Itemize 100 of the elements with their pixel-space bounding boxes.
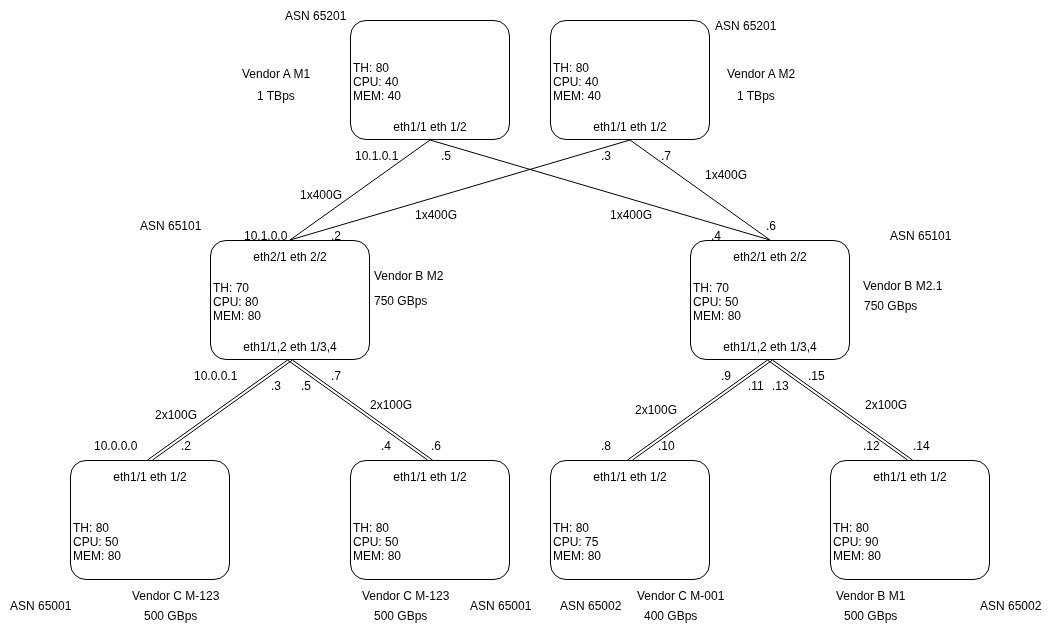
device-note: Vendor A M1 (242, 67, 311, 81)
device-note: 750 GBps (374, 294, 428, 308)
edge-label: 2x100G (154, 408, 198, 422)
address-label: .4 (381, 439, 391, 453)
address-label: 10.0.0.0 (94, 439, 138, 453)
address-label: .6 (431, 439, 441, 453)
address-label: 10.1.0.0 (244, 229, 288, 243)
stat-text: TH: 70 (213, 281, 249, 295)
device-box (210, 240, 370, 360)
edge-label: 1x400G (609, 208, 653, 222)
stat-text: MEM: 80 (553, 549, 601, 563)
device-box (350, 460, 510, 580)
port-label: eth1/1 eth 1/2 (112, 470, 188, 484)
stat-text: CPU: 50 (693, 295, 739, 309)
address-label: .7 (661, 149, 671, 163)
stat-text: CPU: 90 (833, 535, 879, 549)
stat-text: TH: 70 (693, 281, 729, 295)
edge-label: 1x400G (299, 188, 343, 202)
address-label: .5 (441, 149, 451, 163)
stat-text: CPU: 40 (553, 75, 599, 89)
address-label: .15 (808, 369, 825, 383)
device-box (70, 460, 230, 580)
address-label: .5 (301, 379, 311, 393)
device-note: Vendor B M1 (836, 589, 906, 603)
edge-label: 1x400G (414, 208, 458, 222)
edge-label: 2x100G (864, 398, 908, 412)
port-label: eth2/1 eth 2/2 (252, 250, 328, 264)
stat-text: CPU: 50 (353, 535, 399, 549)
address-label: .7 (331, 369, 341, 383)
link-line (429, 139, 771, 241)
device-box (690, 240, 850, 360)
address-label: .2 (181, 439, 191, 453)
edge-label: 2x100G (634, 403, 678, 417)
port-label: eth1/1 eth 1/2 (392, 470, 468, 484)
link-line (629, 139, 771, 241)
stat-text: CPU: 40 (353, 75, 399, 89)
edge-label: 2x100G (369, 398, 413, 412)
device-note: ASN 65101 (890, 229, 952, 243)
stat-text: TH: 80 (73, 521, 109, 535)
stat-text: MEM: 80 (353, 549, 401, 563)
device-note: ASN 65002 (980, 599, 1042, 613)
stat-text: MEM: 80 (213, 309, 261, 323)
device-box (350, 20, 510, 140)
device-note: 500 GBps (144, 609, 198, 623)
address-label: .3 (271, 379, 281, 393)
port-label: eth1/1,2 eth 1/3,4 (242, 340, 338, 354)
device-note: ASN 65001 (10, 599, 72, 613)
link-line (289, 139, 431, 241)
port-label: eth1/1 eth 1/2 (592, 120, 668, 134)
address-label: .8 (601, 439, 611, 453)
device-note: 1 TBps (737, 89, 775, 103)
address-label: 10.0.0.1 (194, 369, 238, 383)
stat-text: CPU: 80 (213, 295, 259, 309)
device-note: 750 GBps (864, 299, 918, 313)
address-label: .4 (711, 229, 721, 243)
stat-text: MEM: 80 (693, 309, 741, 323)
address-label: .12 (863, 439, 880, 453)
device-note: ASN 65001 (470, 599, 532, 613)
device-box (550, 460, 710, 580)
port-label: eth1/1,2 eth 1/3,4 (722, 340, 818, 354)
device-note: ASN 65201 (715, 19, 777, 33)
address-label: .14 (913, 439, 930, 453)
device-note: Vendor C M-001 (637, 589, 725, 603)
device-note: 500 GBps (374, 609, 428, 623)
address-label: .10 (658, 439, 675, 453)
port-label: eth1/1 eth 1/2 (872, 470, 948, 484)
address-label: .6 (766, 219, 776, 233)
port-label: eth2/1 eth 2/2 (732, 250, 808, 264)
device-note: Vendor B M2 (374, 269, 444, 283)
stat-text: CPU: 75 (553, 535, 599, 549)
address-label: .11 (748, 379, 764, 393)
stat-text: MEM: 80 (73, 549, 121, 563)
stat-text: TH: 80 (553, 521, 589, 535)
address-label: .2 (331, 229, 341, 243)
device-note: ASN 65002 (560, 599, 622, 613)
address-label: 10.1.0.1 (355, 149, 399, 163)
stat-text: TH: 80 (353, 61, 389, 75)
address-label: .13 (772, 379, 789, 393)
device-note: Vendor C M-123 (362, 589, 450, 603)
edge-label: 1x400G (704, 168, 748, 182)
device-note: Vendor C M-123 (132, 589, 220, 603)
device-note: ASN 65101 (140, 219, 202, 233)
stat-text: TH: 80 (833, 521, 869, 535)
link-line (289, 139, 631, 241)
device-box (830, 460, 990, 580)
stat-text: MEM: 80 (833, 549, 881, 563)
device-box (550, 20, 710, 140)
stat-text: TH: 80 (553, 61, 589, 75)
device-note: ASN 65201 (285, 9, 347, 23)
port-label: eth1/1 eth 1/2 (592, 470, 668, 484)
port-label: eth1/1 eth 1/2 (392, 120, 468, 134)
stat-text: MEM: 40 (553, 89, 601, 103)
device-note: 400 GBps (644, 609, 698, 623)
address-label: .3 (601, 149, 611, 163)
device-note: Vendor B M2.1 (863, 279, 943, 293)
device-note: Vendor A M2 (727, 67, 796, 81)
stat-text: MEM: 40 (353, 89, 401, 103)
stat-text: TH: 80 (353, 521, 389, 535)
device-note: 1 TBps (257, 89, 295, 103)
stat-text: CPU: 50 (73, 535, 119, 549)
